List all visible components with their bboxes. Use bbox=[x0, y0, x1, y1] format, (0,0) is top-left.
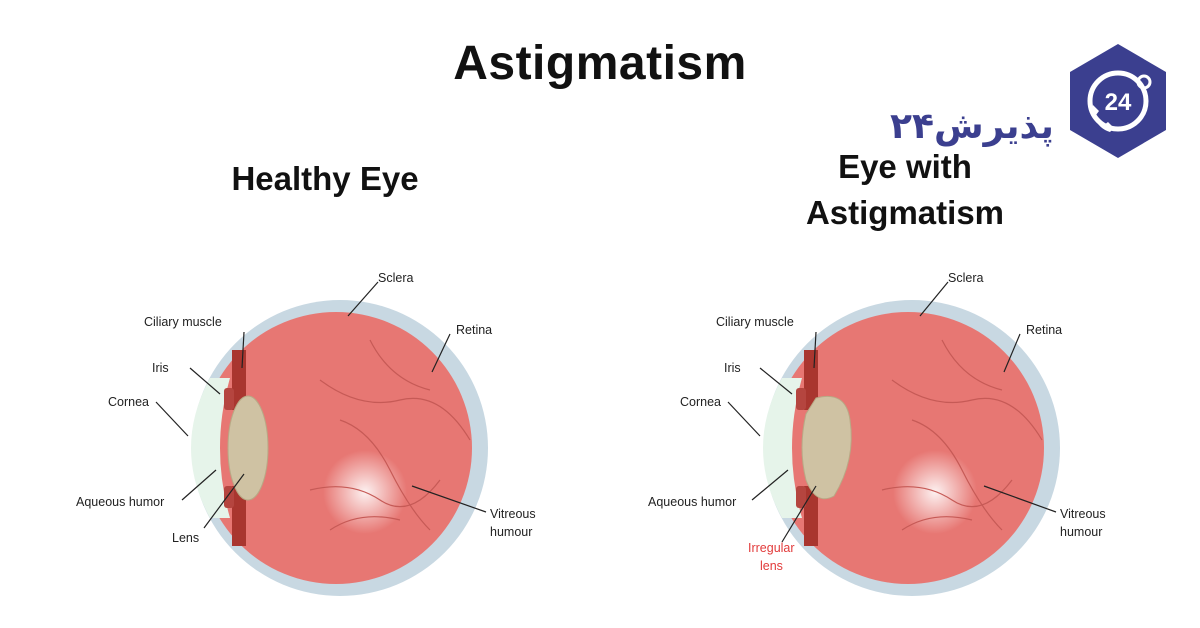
retina-vessels bbox=[881, 339, 1043, 531]
eyeball bbox=[192, 300, 488, 596]
part-labels: Sclera Ciliary muscle Retina Iris Cornea… bbox=[648, 271, 1106, 573]
label-cornea: Cornea bbox=[108, 395, 149, 409]
label-humour: humour bbox=[1060, 525, 1102, 539]
astigmatism-eye-diagram: Sclera Ciliary muscle Retina Iris Cornea… bbox=[648, 271, 1106, 596]
label-iris: Iris bbox=[152, 361, 169, 375]
label-vitreous: Vitreous bbox=[1060, 507, 1106, 521]
irregular-lens bbox=[801, 395, 852, 500]
label-irregular-lens-line-1: Irregular bbox=[748, 541, 795, 555]
label-cornea: Cornea bbox=[680, 395, 721, 409]
leader-lines bbox=[155, 281, 487, 529]
label-ciliary-muscle: Ciliary muscle bbox=[144, 315, 222, 329]
ciliary-muscle bbox=[796, 350, 818, 546]
label-iris: Iris bbox=[724, 361, 741, 375]
label-lens: Lens bbox=[172, 531, 199, 545]
healthy-eye-title: Healthy Eye bbox=[231, 160, 419, 197]
label-aqueous-humor: Aqueous humor bbox=[648, 495, 736, 509]
astigmatism-eye-title: Eye with Astigmatism bbox=[750, 144, 1060, 236]
part-labels: Sclera Ciliary muscle Retina Iris Cornea… bbox=[76, 271, 536, 545]
label-retina: Retina bbox=[1026, 323, 1062, 337]
label-sclera: Sclera bbox=[948, 271, 983, 285]
lens bbox=[227, 395, 269, 501]
logo-text: پذیرش۲۴ bbox=[890, 106, 1054, 147]
astigmatism-eye-title-line-2: Astigmatism bbox=[805, 194, 1005, 231]
label-sclera: Sclera bbox=[378, 271, 413, 285]
label-irregular-lens-line-2: lens bbox=[760, 559, 783, 573]
retina-vessels bbox=[309, 339, 471, 531]
healthy-eye-diagram: Sclera Ciliary muscle Retina Iris Cornea… bbox=[76, 271, 536, 596]
badge-number: 24 bbox=[1105, 89, 1132, 116]
label-humour: humour bbox=[490, 525, 532, 539]
label-aqueous-humor: Aqueous humor bbox=[76, 495, 164, 509]
astigmatism-eye-title-line-1: Eye with bbox=[838, 148, 972, 185]
brand-logo: پذیرش۲۴ 24 bbox=[880, 40, 1180, 170]
label-vitreous: Vitreous bbox=[490, 507, 536, 521]
label-ciliary-muscle: Ciliary muscle bbox=[716, 315, 794, 329]
leader-lines bbox=[727, 281, 1057, 543]
phone-24-badge-icon: 24 bbox=[1070, 44, 1166, 158]
label-retina: Retina bbox=[456, 323, 492, 337]
eyeball bbox=[764, 300, 1060, 596]
page-title: Astigmatism bbox=[453, 37, 747, 90]
